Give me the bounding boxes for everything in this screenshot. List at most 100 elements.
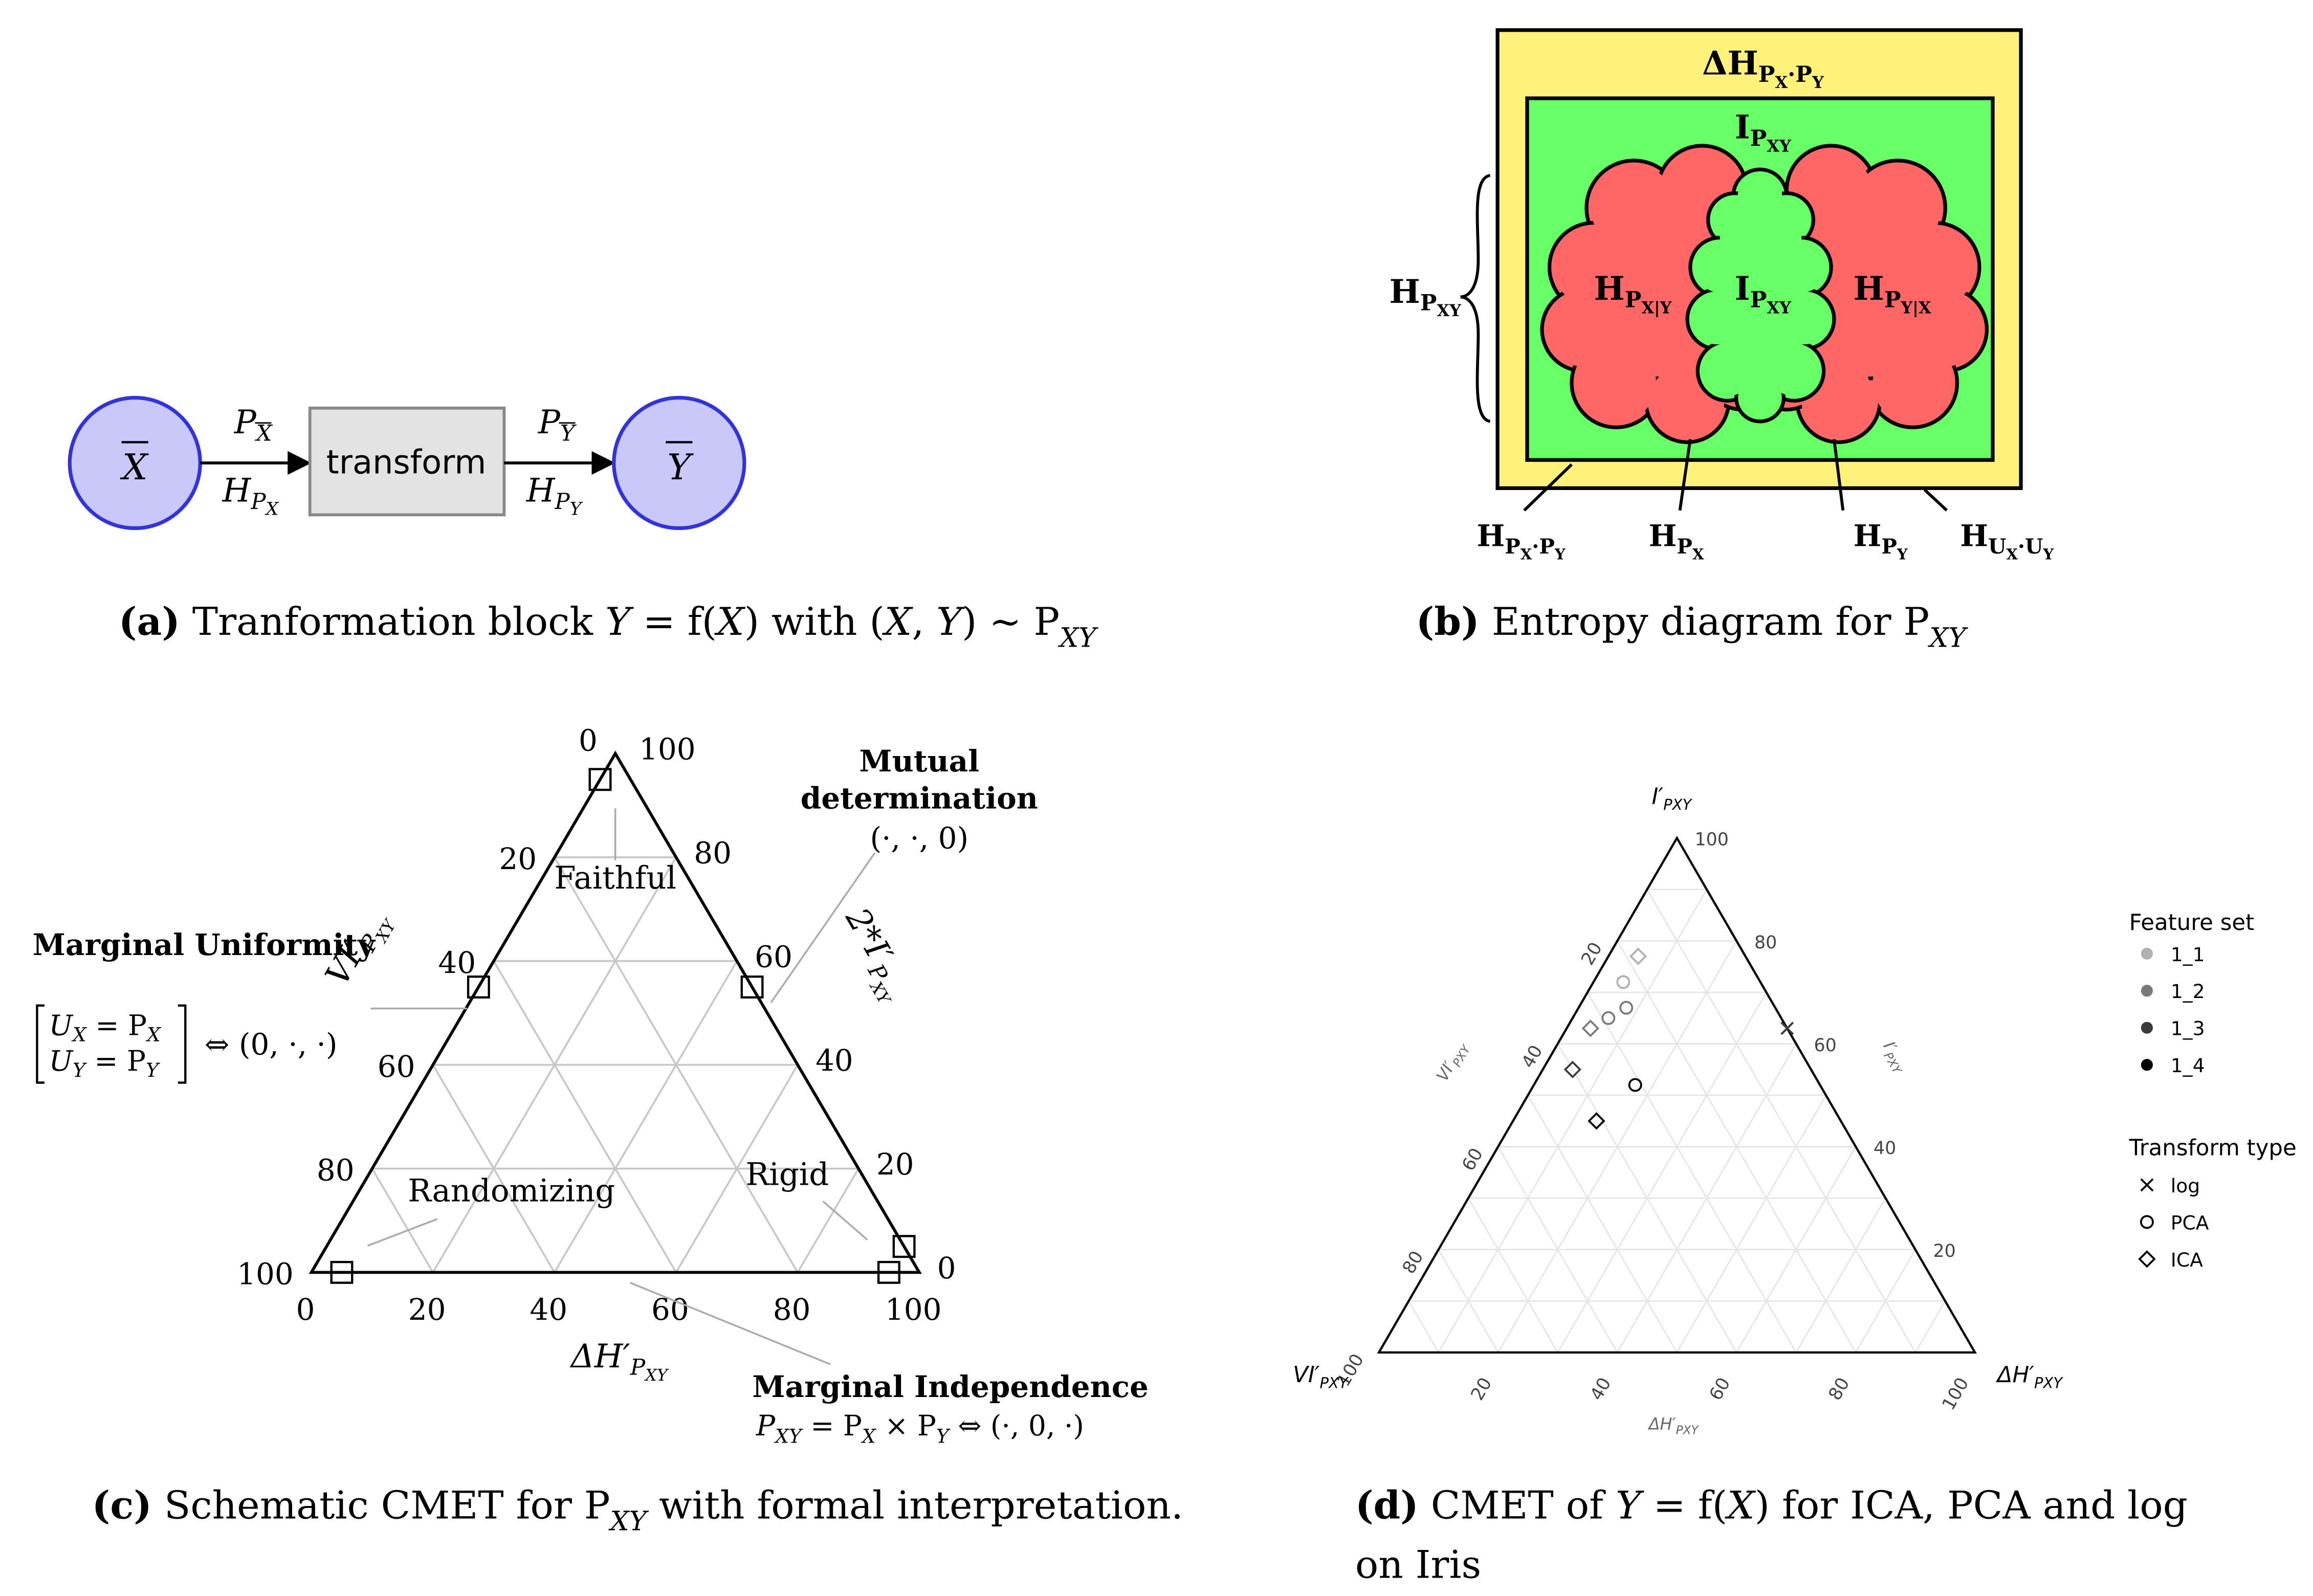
ica-point	[1581, 1019, 1599, 1037]
marginal-independence-title: Marginal Independence	[752, 1369, 1149, 1404]
d-right-tick-label: 20	[1933, 1241, 1956, 1261]
pointer-bottom-3	[1833, 439, 1845, 511]
left-tick-label: 20	[499, 841, 537, 876]
grid-line	[1587, 992, 1797, 1353]
grid-line	[1467, 1198, 1558, 1353]
grid-line	[371, 1168, 434, 1273]
marg-unif-line1: UX = PX	[49, 1009, 162, 1046]
d-right-tick-label: 40	[1874, 1138, 1896, 1159]
bottom-label-2: HPX	[1649, 518, 1704, 563]
h-xy-brace	[1460, 173, 1491, 423]
node-y-circle	[612, 395, 746, 530]
square-marker	[588, 768, 612, 791]
bottom-tick-label: 60	[651, 1292, 689, 1327]
cross-icon	[2140, 1178, 2154, 1192]
grid-line	[432, 1064, 556, 1273]
right-tick-label: 20	[876, 1147, 914, 1182]
grid-line	[493, 960, 677, 1273]
marg-unif-bracket-left	[36, 1004, 45, 1084]
panel-a: X PX HPX transform PY HPY Y (a) Tranform…	[68, 395, 1098, 653]
pointer-randomizing	[367, 1218, 438, 1247]
d-right-tick-label: 80	[1754, 933, 1777, 953]
left-tick-label: 80	[317, 1153, 355, 1188]
mutual-determination-2: determination	[801, 781, 1038, 815]
bottom-tick-label: 40	[530, 1292, 567, 1327]
circle-icon	[2140, 1215, 2154, 1229]
right-tick-label: 100	[639, 732, 696, 767]
bottom-tick-label: 20	[408, 1292, 446, 1327]
legend-transform-label: log	[2171, 1174, 2200, 1197]
grid-line	[1616, 940, 1857, 1353]
py-label: PY	[538, 404, 577, 446]
region-faithful: Faithful	[554, 860, 676, 896]
pointer-bottom-1	[1523, 463, 1573, 512]
legend-transform-label: ICA	[2171, 1249, 2203, 1271]
region-rigid: Rigid	[746, 1157, 829, 1192]
grid-line	[1408, 1300, 1439, 1353]
legend-feature-label: 1_2	[2171, 980, 2205, 1003]
cmet-c-grid	[371, 856, 860, 1273]
left-tick-label: 0	[579, 723, 598, 758]
d-right-vertex-label: ΔH′PXY	[1996, 1362, 2064, 1392]
pointer-bottom-4	[1923, 489, 1948, 512]
transform-label: transform	[326, 444, 487, 481]
square-marker	[330, 1260, 354, 1284]
d-right-tick-label: 60	[1814, 1035, 1837, 1056]
node-x-label: X	[120, 447, 149, 488]
marg-unif-line2: UY = PY	[49, 1045, 160, 1081]
square-marker	[740, 976, 764, 999]
cmet-d-grid	[1408, 889, 1946, 1353]
right-tick-label: 0	[937, 1251, 956, 1285]
grid-line	[1527, 1095, 1678, 1353]
legend-feature-label: 1_3	[2171, 1017, 2205, 1040]
caption-b: (b) Entropy diagram for PXY	[1416, 598, 1969, 653]
pca-point	[1619, 1001, 1634, 1015]
legend-dot-icon	[2141, 1022, 2153, 1034]
d-bottom-tick-label: 80	[1825, 1374, 1854, 1404]
square-marker	[877, 1260, 900, 1284]
legend-feature-label: 1_1	[2171, 943, 2205, 966]
grid-line	[1914, 1300, 1946, 1353]
h-x-given-y-label: HPX|Y	[1594, 270, 1672, 317]
legend-dot-icon	[2141, 985, 2153, 997]
bottom-label-1: HPX·PY	[1477, 518, 1565, 563]
d-bottom-tick-label: 40	[1587, 1374, 1616, 1404]
caption-c: (c) Schematic CMET for PXY with formal i…	[92, 1482, 1183, 1537]
h-y-given-x-label: HPY|X	[1854, 270, 1931, 317]
legend-dot-icon	[2141, 1059, 2153, 1071]
h-xy-brace-label: HPXY	[1389, 273, 1462, 320]
cmet-c-triangle	[309, 750, 922, 1274]
marginal-uniformity-title: Marginal Uniformity	[33, 927, 377, 962]
d-left-tick-label: 80	[1399, 1248, 1428, 1277]
i-center-label: IPXY	[1735, 270, 1792, 317]
pca-point	[1601, 1011, 1616, 1025]
d-bottom-tick-label: 100	[1938, 1374, 1973, 1413]
square-marker	[467, 976, 490, 999]
pca-point	[1628, 1078, 1642, 1092]
left-tick-label: 60	[378, 1049, 415, 1084]
ica-point	[1588, 1112, 1605, 1130]
d-left-tick-label: 40	[1518, 1042, 1547, 1072]
legend-dot-icon	[2141, 947, 2153, 960]
marg-unif-coord: ⇔ (0, ·, ·)	[205, 1027, 338, 1061]
pointer-mutual	[770, 852, 876, 1003]
pca-point	[1616, 975, 1631, 989]
right-axis-label-c: 2*I′PXY	[830, 901, 919, 1009]
left-tick-label: 100	[237, 1257, 294, 1292]
mutual-determination-coord: (·, ·, 0)	[870, 821, 968, 856]
grid-line	[1676, 1095, 1827, 1353]
d-right-axis-title: I′PXY	[1877, 1038, 1912, 1077]
marg-unif-bracket-right	[178, 1004, 187, 1084]
d-bottom-tick-label: 60	[1706, 1374, 1735, 1404]
delta-h-top-label: ΔHPX·PY	[1702, 45, 1824, 92]
legend-feature-title: Feature set	[2129, 910, 2255, 936]
i-top-label: IPXY	[1735, 108, 1792, 156]
bottom-label-4: HUX·UY	[1960, 518, 2054, 563]
d-left-tick-label: 20	[1577, 939, 1606, 968]
caption-d: (d) CMET of Y = f(X) for ICA, PCA and lo…	[1355, 1482, 2188, 1527]
d-bottom-tick-label: 20	[1467, 1374, 1496, 1404]
